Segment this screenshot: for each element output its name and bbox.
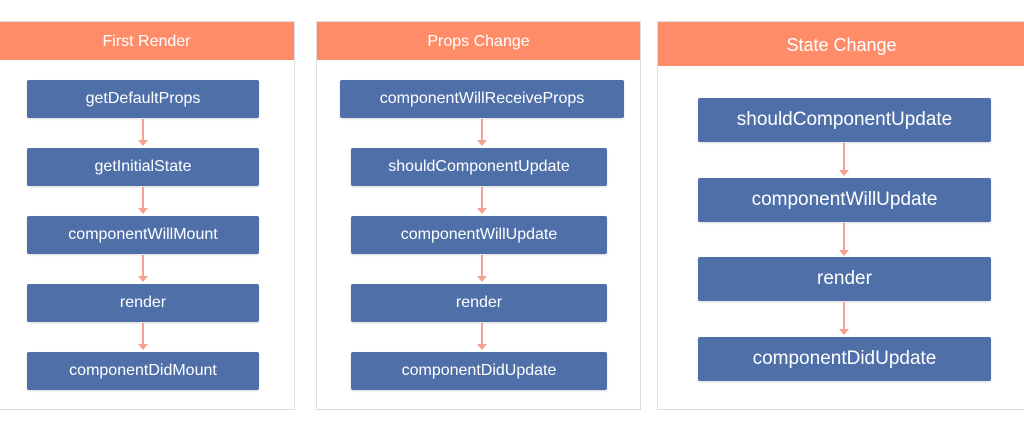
panel-title: First Render [0,22,294,60]
step-component-did-update: componentDidUpdate [351,352,607,390]
flow-arrow [477,187,487,214]
flow-arrow [839,302,849,335]
step-get-default-props: getDefaultProps [27,80,259,118]
flow-arrow [138,255,148,282]
flow-arrow [138,323,148,350]
flow-arrow [477,323,487,350]
flow-arrow [477,255,487,282]
step-should-component-update: shouldComponentUpdate [351,148,607,186]
step-render: render [698,257,991,301]
step-render: render [27,284,259,322]
step-component-will-mount: componentWillMount [27,216,259,254]
flow-arrow [138,119,148,146]
panel-state-change: State Change shouldComponentUpdate compo… [657,21,1024,410]
step-get-initial-state: getInitialState [27,148,259,186]
panel-title: Props Change [317,22,640,60]
flow-arrow [138,187,148,214]
step-component-will-update: componentWillUpdate [698,178,991,222]
flow-arrow [839,143,849,176]
step-component-did-mount: componentDidMount [27,352,259,390]
panel-first-render: First Render getDefaultProps getInitialS… [0,21,295,410]
step-component-will-update: componentWillUpdate [351,216,607,254]
step-should-component-update: shouldComponentUpdate [698,98,991,142]
panel-title: State Change [658,22,1024,66]
step-component-did-update: componentDidUpdate [698,337,991,381]
flow-arrow [477,119,487,146]
panel-props-change: Props Change componentWillReceiveProps s… [316,21,641,410]
flow-arrow [839,223,849,256]
step-component-will-receive-props: componentWillReceiveProps [340,80,624,118]
step-render: render [351,284,607,322]
